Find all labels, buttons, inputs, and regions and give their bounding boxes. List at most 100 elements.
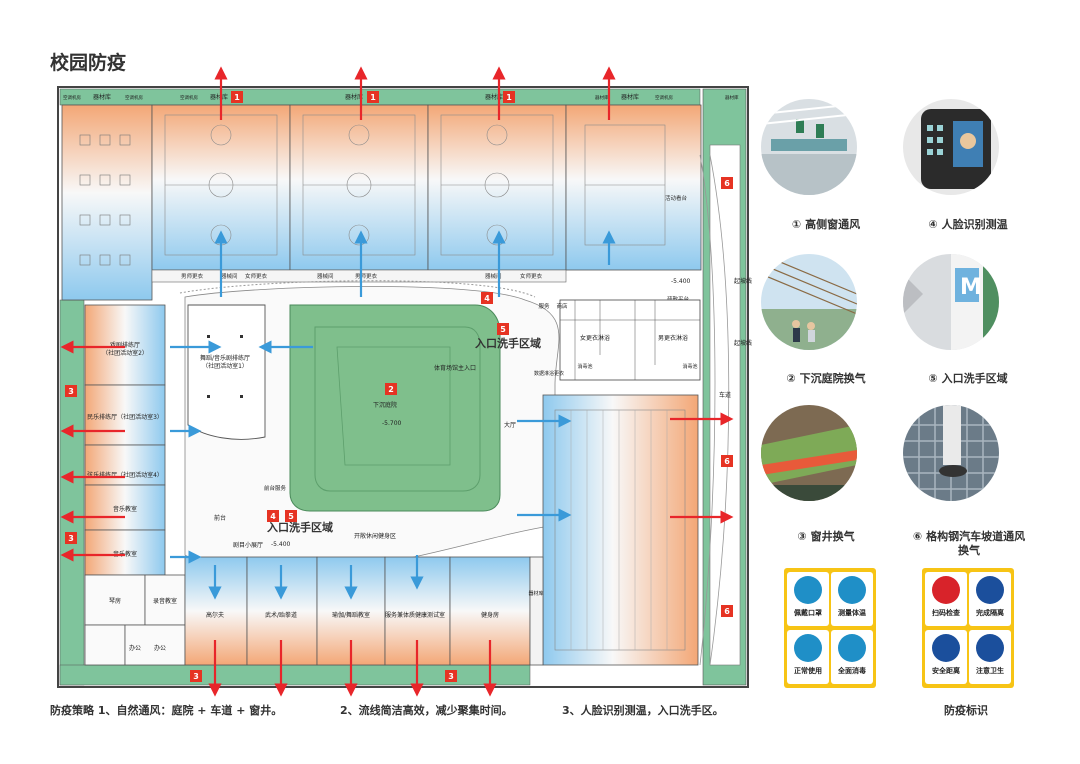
spray-icon	[838, 634, 866, 662]
changing-room-3: 女师更衣	[245, 272, 268, 280]
photo-face-recognition	[903, 99, 999, 195]
top-room-1: 器材库	[93, 93, 111, 101]
strategy-2: 2、流线简洁高效，减少聚集时间。	[340, 704, 513, 717]
marker-6a: 6	[724, 179, 730, 188]
marker-5a: 5	[500, 325, 506, 334]
marker-3d: 3	[448, 672, 454, 681]
caption-2: ② 下沉庭院换气	[786, 372, 866, 385]
top-room-ac-2: 空调机房	[655, 94, 673, 101]
courtyard-label: 下沉庭院	[373, 401, 397, 409]
marker-1a: 1	[234, 93, 240, 102]
room-office-2: 办公	[154, 644, 166, 652]
room-dance: 舞蹈/音乐剧排练厅（社团活动室1）	[200, 354, 250, 370]
service-label: 服务	[538, 302, 550, 310]
room-minihall: 剧目小展厅	[233, 541, 263, 549]
changing-room-4: 器械间	[317, 272, 334, 280]
wash-area-label-1: 入口洗手区域	[475, 336, 541, 350]
level-stand: -5.400	[671, 278, 691, 285]
room-yoga: 瑜伽/舞蹈教室	[332, 611, 370, 619]
tile-disinfect: 全面消毒	[831, 630, 873, 684]
marker-2: 2	[388, 385, 394, 394]
shower-icon	[794, 634, 822, 662]
shop-label: 商店	[556, 302, 568, 310]
room-drama: 戏剧排练厅（社团活动室2）	[102, 341, 148, 357]
people-icon	[976, 576, 1004, 604]
stand-label: 活动看台	[665, 194, 688, 202]
hall-label: 大厅	[504, 421, 516, 429]
level-lobby: -5.400	[271, 541, 291, 548]
changing-room-6: 器械间	[485, 272, 502, 280]
top-room-ac-1: 空调机房	[63, 94, 81, 101]
photo-steel-ramp	[903, 405, 999, 501]
handwash-icon	[976, 634, 1004, 662]
tile-distance: 安全距离	[925, 630, 967, 684]
marker-5b: 5	[288, 512, 294, 521]
tile-scan: 扫码检查	[925, 572, 967, 626]
marker-6b: 6	[724, 457, 730, 466]
room-lobby: 前台	[214, 514, 226, 522]
room-martial: 武术/跆拳道	[265, 611, 297, 619]
top-room-2: 器材库	[210, 93, 228, 101]
tile-hygiene-label: 注意卫生	[976, 667, 1004, 675]
tile-distance-label: 安全距离	[932, 667, 960, 675]
start-line-1: 起坡线	[734, 277, 752, 285]
caption-4: ④ 人脸识别测温	[928, 218, 1008, 231]
caption-1: ① 高侧窗通风	[791, 218, 861, 231]
marker-1b: 1	[370, 93, 376, 102]
tile-temperature: 测量体温	[831, 572, 873, 626]
poster-left: 佩戴口罩 测量体温 正常使用 全面消毒	[784, 568, 876, 688]
room-frontservice: 前台服务	[264, 484, 287, 492]
room-gym: 健身房	[481, 611, 499, 619]
distance-icon	[932, 634, 960, 662]
strategy-3: 3、人脸识别测温，入口洗手区。	[562, 704, 724, 717]
top-room-small-3: 器材库	[595, 94, 609, 101]
svg-text:M: M	[960, 275, 982, 300]
start-line-2: 起坡线	[734, 339, 752, 347]
tile-temperature-label: 测量体温	[838, 609, 866, 617]
room-band: 弦乐排练厅（社团活动室4）	[87, 471, 163, 479]
room-folk: 民乐排练厅（社团活动室3）	[87, 413, 163, 421]
room-health: 服务兼体质健康测试室	[385, 611, 445, 619]
tile-mask: 佩戴口罩	[787, 572, 829, 626]
tile-disinfect-label: 全面消毒	[838, 667, 866, 675]
signage-label: 防疫标识	[944, 704, 988, 717]
women-locker: 女更衣淋浴	[580, 334, 610, 342]
marker-3b: 3	[68, 534, 74, 543]
top-room-5: 器材库	[621, 93, 639, 101]
tile-hygiene: 注意卫生	[969, 630, 1011, 684]
strategy-1: 防疫策略 1、自然通风：庭院 + 车道 + 窗井。	[50, 704, 283, 717]
top-room-small-2: 空调机房	[180, 94, 198, 101]
marker-3c: 3	[193, 672, 199, 681]
top-room-small-4: 器材库	[725, 94, 739, 101]
tile-use-label: 正常使用	[794, 667, 822, 675]
wash-area-label-2: 入口洗手区域	[267, 520, 333, 534]
disinfect-1: 消毒池	[577, 363, 592, 370]
tile-use: 正常使用	[787, 630, 829, 684]
thermometer-icon	[838, 576, 866, 604]
marker-4a: 4	[484, 294, 490, 303]
photo-high-window	[761, 99, 857, 195]
level-courtyard: -5.700	[382, 420, 402, 427]
entrance-label: 体育场馆主入口	[434, 364, 476, 372]
photo-window-well	[761, 405, 857, 501]
tile-isolation: 完成隔离	[969, 572, 1011, 626]
marker-1c: 1	[506, 93, 512, 102]
tile-mask-label: 佩戴口罩	[794, 609, 822, 617]
top-room-4: 器材库	[485, 93, 503, 101]
room-record: 录音教室	[153, 597, 177, 605]
qr-scan-icon	[932, 576, 960, 604]
top-room-small-1: 空调机房	[125, 94, 143, 101]
room-piano: 琴房	[109, 597, 121, 605]
room-music-1: 音乐教室	[113, 505, 137, 513]
room-office-1: 办公	[129, 644, 141, 652]
photo-wash-area: M	[903, 254, 999, 350]
restarea-label: 开敞休闲健身区	[354, 532, 396, 540]
poster-right: 扫码检查 完成隔离 安全距离 注意卫生	[922, 568, 1014, 688]
room-equip: 器材库	[528, 590, 543, 597]
floor-plan: 男师更衣 器械间 女师更衣 器械间 男师更衣 器械间 女师更衣 活动看台 疏散平…	[57, 66, 752, 697]
top-room-3: 器材库	[345, 93, 363, 101]
tile-scan-label: 扫码检查	[932, 609, 960, 617]
mask-icon	[794, 576, 822, 604]
disinfect-2: 消毒池	[682, 363, 697, 370]
photo-sunken-courtyard	[761, 254, 857, 350]
